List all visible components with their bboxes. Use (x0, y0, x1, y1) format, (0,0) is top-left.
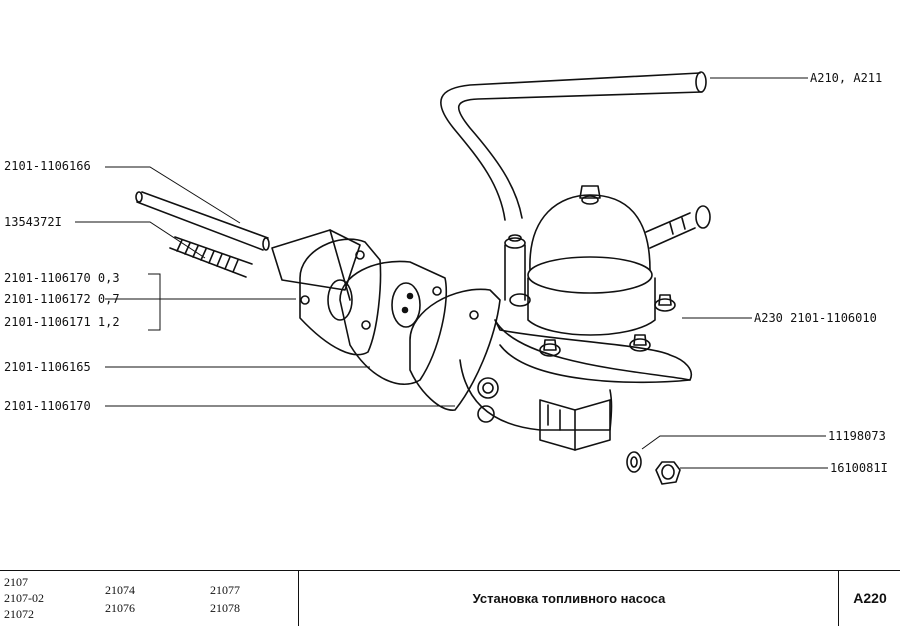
model-number: 21072 (4, 607, 34, 621)
push-rod (135, 191, 270, 251)
model-number: 21078 (210, 601, 240, 615)
callout-pump: A230 2101-1106010 (754, 311, 877, 325)
title-block-divider (298, 571, 299, 626)
model-number: 2107-02 (4, 591, 44, 605)
model-list-col2: 21074 21076 (105, 583, 135, 615)
nut (655, 461, 681, 485)
sheet-title: Установка топливного насоса (472, 591, 666, 606)
model-number: 21074 (105, 583, 135, 597)
model-number: 21077 (210, 583, 240, 597)
title-block: 2107 2107-02 21072 21074 21076 21077 210… (0, 570, 900, 626)
fuel-hose (440, 71, 707, 221)
callout-stud: 1354372I (4, 215, 62, 229)
fuel-pump-body (459, 185, 711, 451)
callout-hose: A210, A211 (810, 71, 882, 85)
gasket-lower (409, 288, 501, 411)
sheet-code: A220 (853, 590, 887, 606)
callout-nut: 1610081I (830, 461, 888, 475)
model-number: 21076 (105, 601, 135, 615)
callout-washer: 11198073 (828, 429, 886, 443)
callout-gasket-0-7: 2101-1106172 0,7 (4, 292, 120, 306)
callout-push-rod: 2101-1106166 (4, 159, 91, 173)
callout-gasket-0-3: 2101-1106170 0,3 (4, 271, 120, 285)
title-block-divider (838, 571, 839, 626)
insulating-spacer (271, 229, 361, 301)
callout-gasket-1-2: 2101-1106171 1,2 (4, 315, 120, 329)
model-list-col3: 21077 21078 (210, 583, 240, 615)
model-number: 2107 (4, 575, 28, 589)
spacer-plate (339, 260, 448, 385)
callout-gasket-lower: 2101-1106170 (4, 399, 91, 413)
fuel-pump-assembly-diagram: A210, A211 2101-1106166 1354372I 2101-11… (4, 71, 888, 485)
gasket-thin (299, 238, 382, 356)
model-list-col1: 2107 2107-02 21072 (4, 575, 44, 621)
washer (626, 451, 642, 473)
callout-spacer: 2101-1106165 (4, 360, 91, 374)
